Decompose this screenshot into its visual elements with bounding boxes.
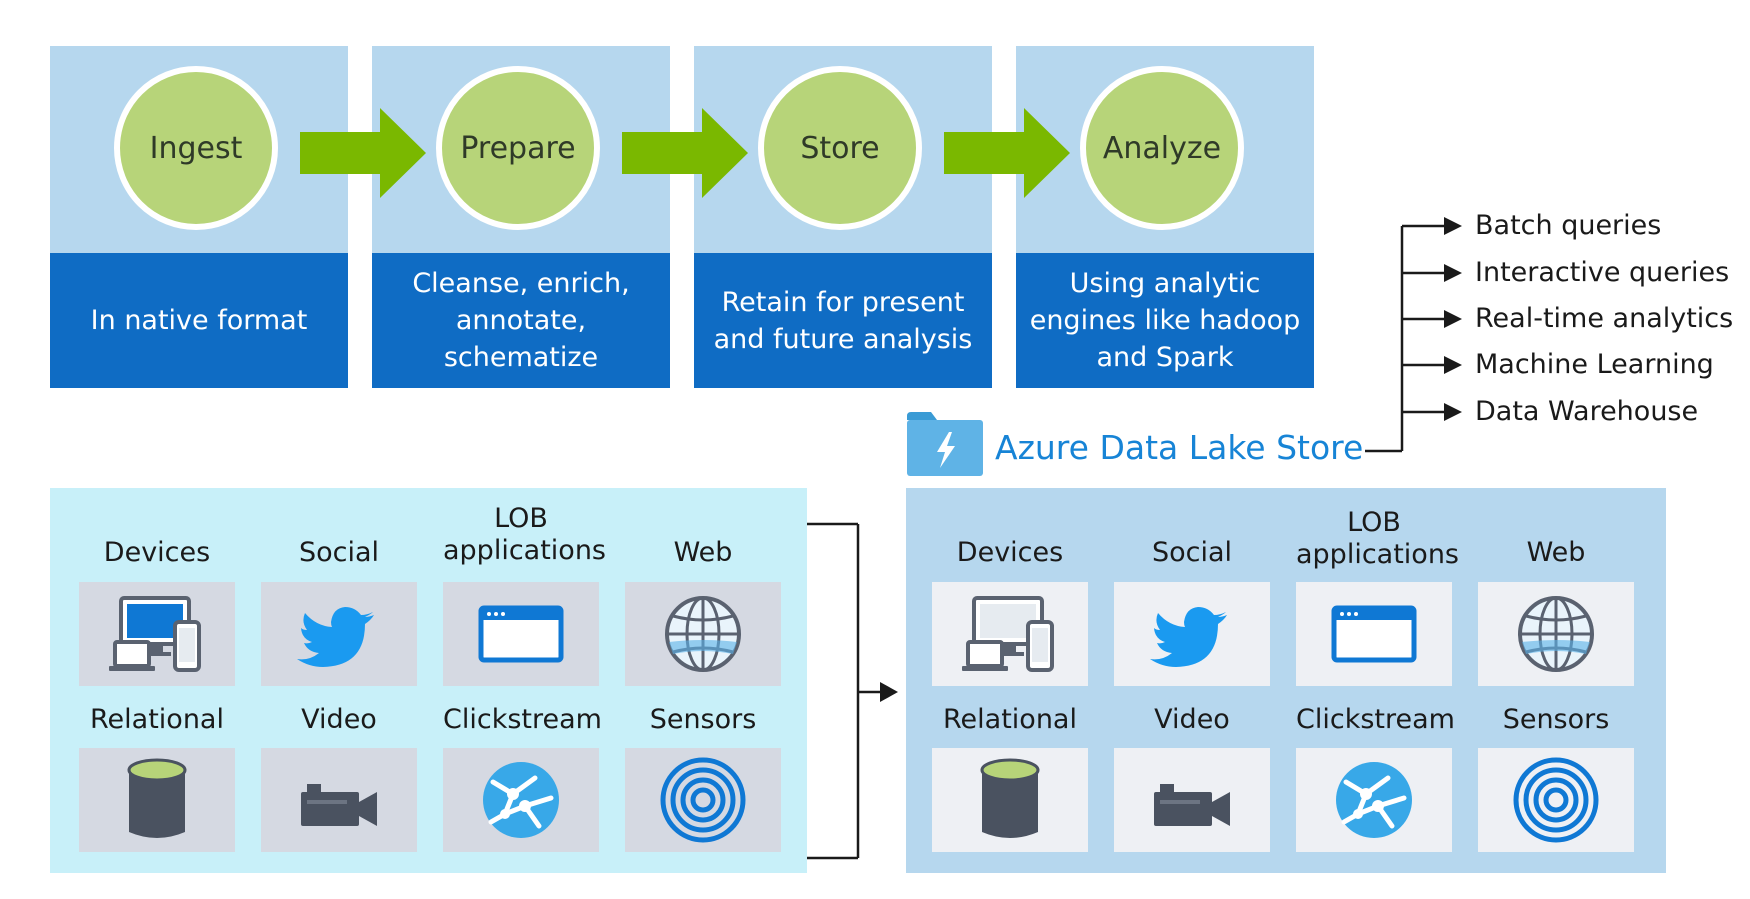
output-machine-learning: Machine Learning (1475, 349, 1714, 380)
store-label-sensors: Sensors (1502, 704, 1610, 735)
output-interactive-queries: Interactive queries (1475, 257, 1730, 288)
tile-clickstream (443, 748, 599, 852)
stage-analyze-header: Analyze (1016, 46, 1314, 253)
source-label-social: Social (298, 537, 380, 568)
tile-social (261, 582, 417, 686)
stage-prepare-description: Cleanse, enrich, annotate, schematize (372, 253, 670, 388)
browser-window-icon (478, 605, 564, 663)
store-title: Azure Data Lake Store (995, 428, 1364, 467)
devices-icon (109, 596, 201, 672)
store-tile-devices (932, 582, 1088, 686)
tile-web (625, 582, 781, 686)
stage-analyze: Analyze Using analytic engines like hado… (1016, 46, 1314, 388)
flow-arrow-store-analyze (944, 108, 1070, 198)
twitter-bird-icon (297, 607, 374, 667)
store-tile-lob-applications (1296, 582, 1452, 686)
database-icon (980, 758, 1040, 838)
store-label-lob-applications: LOB applications (1296, 507, 1460, 570)
stage-prepare: Prepare Cleanse, enrich, annotate, schem… (372, 46, 670, 388)
clickstream-icon (1336, 762, 1412, 838)
source-label-clickstream: Clickstream (443, 704, 602, 735)
source-label-video: Video (301, 704, 377, 735)
tile-sensors (625, 748, 781, 852)
source-label-lob-applications: LOB applications (443, 503, 607, 566)
store-label-relational: Relational (943, 704, 1077, 735)
video-camera-icon (1154, 784, 1230, 826)
tile-devices (79, 582, 235, 686)
stage-ingest-circle: Ingest (114, 66, 278, 230)
stage-analyze-circle: Analyze (1080, 66, 1244, 230)
folder-lightning-icon (907, 412, 983, 476)
source-label-web: Web (673, 537, 733, 568)
store-label-video: Video (1154, 704, 1230, 735)
stage-ingest: Ingest In native format (50, 46, 348, 388)
store-tile-sensors (1478, 748, 1634, 852)
globe-icon (665, 596, 741, 672)
flow-arrow-ingest-prepare (300, 108, 426, 198)
globe-icon (1518, 596, 1594, 672)
database-icon (127, 758, 187, 838)
tile-video (261, 748, 417, 852)
stage-store-circle: Store (758, 66, 922, 230)
stage-ingest-description: In native format (50, 253, 348, 388)
output-real-time-analytics: Real-time analytics (1475, 303, 1734, 334)
sensor-icon (660, 757, 746, 843)
stage-analyze-description: Using analytic engines like hadoop and S… (1016, 253, 1314, 388)
store-label-web: Web (1526, 537, 1586, 568)
source-label-sensors: Sensors (649, 704, 757, 735)
video-camera-icon (301, 784, 377, 826)
store-tile-clickstream (1296, 748, 1452, 852)
sensor-icon (1513, 757, 1599, 843)
twitter-bird-icon (1150, 607, 1227, 667)
stage-store-description: Retain for present and future analysis (694, 253, 992, 388)
store-label-devices: Devices (956, 537, 1064, 568)
store-tile-social (1114, 582, 1270, 686)
devices-icon (962, 596, 1054, 672)
flow-arrow-prepare-store (622, 108, 748, 198)
output-data-warehouse: Data Warehouse (1475, 396, 1699, 427)
stage-prepare-header: Prepare (372, 46, 670, 253)
store-tile-web (1478, 582, 1634, 686)
source-label-devices: Devices (103, 537, 211, 568)
browser-window-icon (1331, 605, 1417, 663)
source-label-relational: Relational (90, 704, 224, 735)
stage-ingest-header: Ingest (50, 46, 348, 253)
store-tile-relational (932, 748, 1088, 852)
tile-lob-applications (443, 582, 599, 686)
store-tile-video (1114, 748, 1270, 852)
output-batch-queries: Batch queries (1475, 210, 1662, 241)
store-label-social: Social (1151, 537, 1233, 568)
clickstream-icon (483, 762, 559, 838)
tile-relational (79, 748, 235, 852)
stage-prepare-circle: Prepare (436, 66, 600, 230)
store-label-clickstream: Clickstream (1296, 704, 1455, 735)
